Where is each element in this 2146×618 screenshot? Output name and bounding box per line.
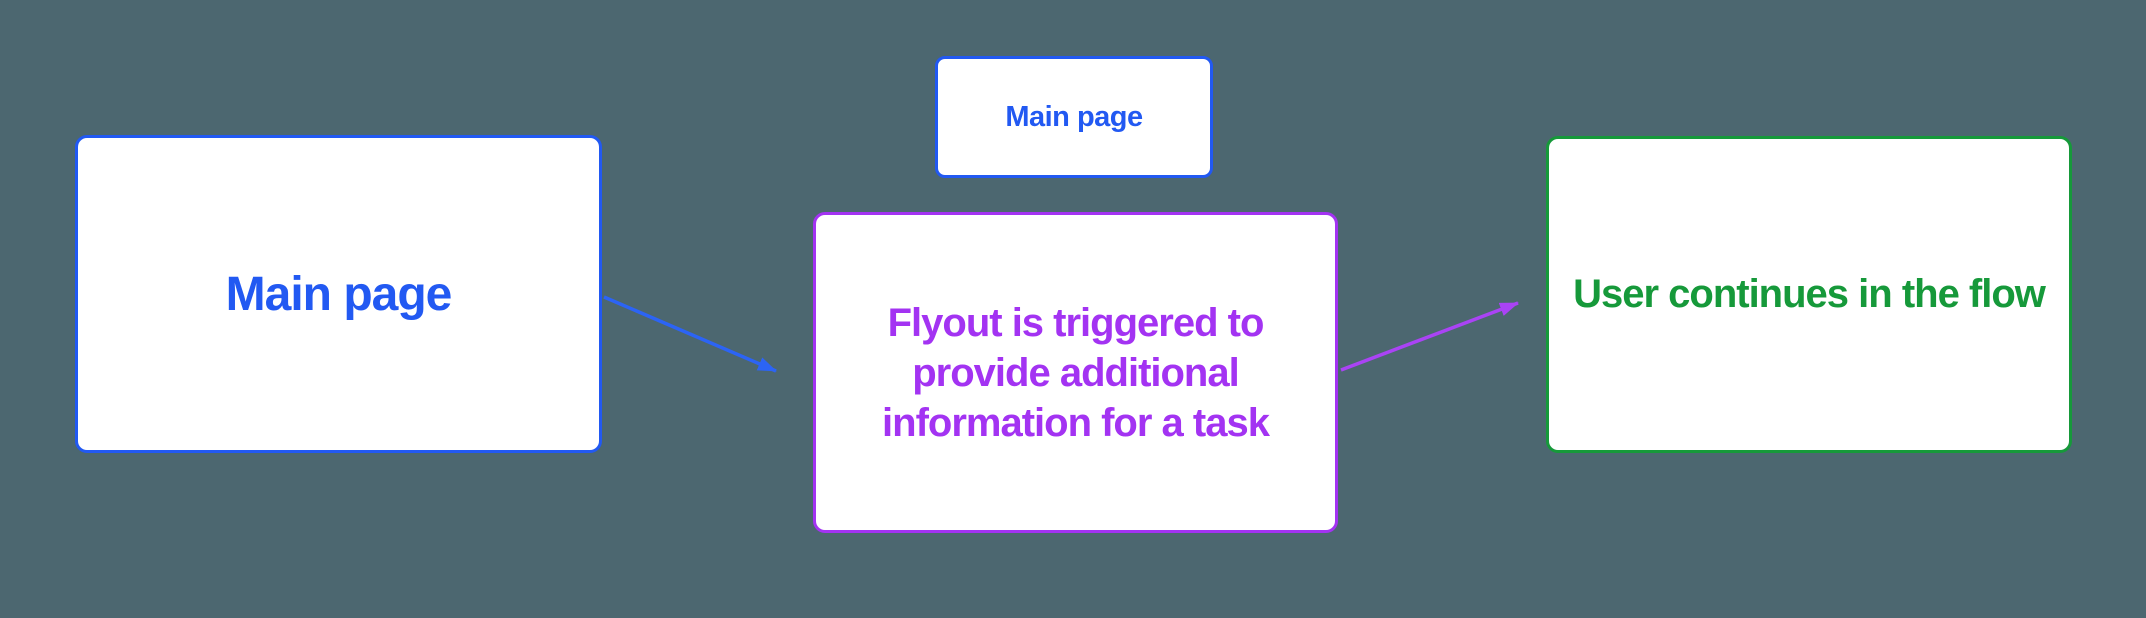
node-main-page-small-label: Main page [1005,100,1143,133]
node-user-continues-label: User continues in the flow [1573,272,2046,316]
node-main-page-small[interactable]: Main page [935,56,1213,178]
node-flyout-label-line: provide additional [912,350,1239,395]
node-main-page[interactable]: Main page [75,135,602,453]
connector-main-page-to-flyout[interactable] [603,295,777,373]
node-user-continues[interactable]: User continues in the flow [1546,136,2072,453]
node-flyout-label-line: Flyout is triggered to [887,300,1265,345]
node-flyout[interactable]: Flyout is triggered to provide additiona… [813,212,1338,533]
node-flyout-label: Flyout is triggered to provide additiona… [882,298,1270,448]
connector-flyout-to-user-continues[interactable] [1340,301,1519,372]
node-flyout-label-line: information for a task [882,400,1270,445]
node-main-page-label: Main page [225,267,453,321]
